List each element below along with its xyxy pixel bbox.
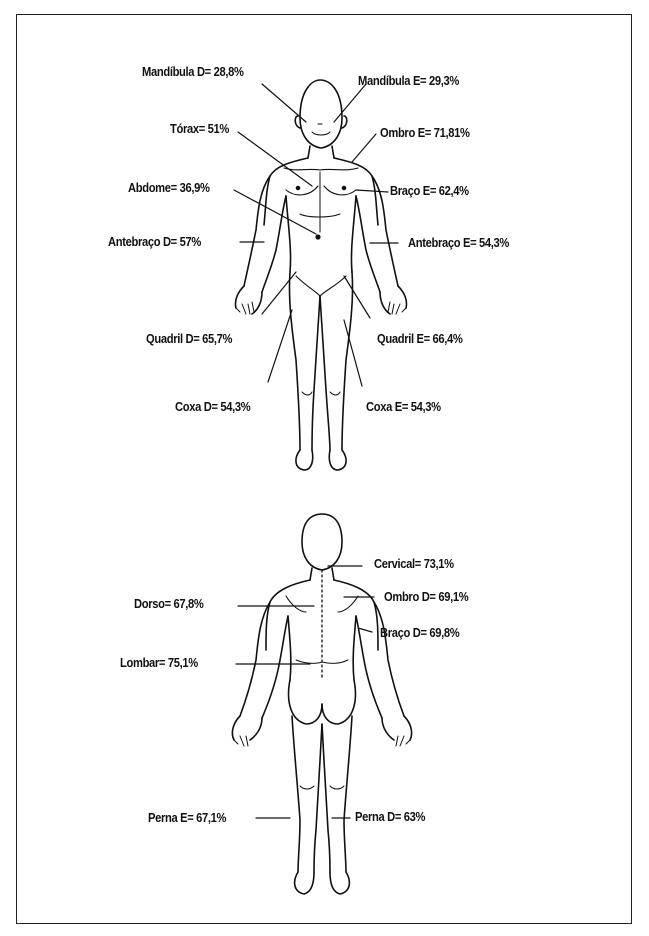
label-braco-e: Braço E= 62,4% <box>390 183 469 198</box>
leader-lines <box>234 84 398 818</box>
label-quadril-d: Quadril D= 65,7% <box>146 331 232 346</box>
label-perna-d: Perna D= 63% <box>355 809 425 824</box>
label-lombar: Lombar= 75,1% <box>120 655 198 670</box>
label-perna-e: Perna E= 67,1% <box>148 810 226 825</box>
label-torax: Tórax= 51% <box>170 121 229 136</box>
label-coxa-d: Coxa D= 54,3% <box>175 399 250 414</box>
label-cervical: Cervical= 73,1% <box>374 556 454 571</box>
back-body-figure <box>232 514 411 894</box>
label-mandibula-e: Mandíbula E= 29,3% <box>358 73 459 88</box>
label-ombro-d: Ombro D= 69,1% <box>384 589 468 604</box>
label-ombro-e: Ombro E= 71,81% <box>380 125 470 140</box>
label-antebraco-e: Antebraço E= 54,3% <box>408 235 509 250</box>
label-mandibula-d: Mandíbula D= 28,8% <box>142 64 244 79</box>
label-dorso: Dorso= 67,8% <box>134 596 204 611</box>
label-antebraco-d: Antebraço D= 57% <box>108 234 201 249</box>
label-coxa-e: Coxa E= 54,3% <box>366 399 441 414</box>
label-braco-d: Braço D= 69,8% <box>380 625 459 640</box>
label-quadril-e: Quadril E= 66,4% <box>377 331 463 346</box>
label-abdome: Abdome= 36,9% <box>128 180 210 195</box>
